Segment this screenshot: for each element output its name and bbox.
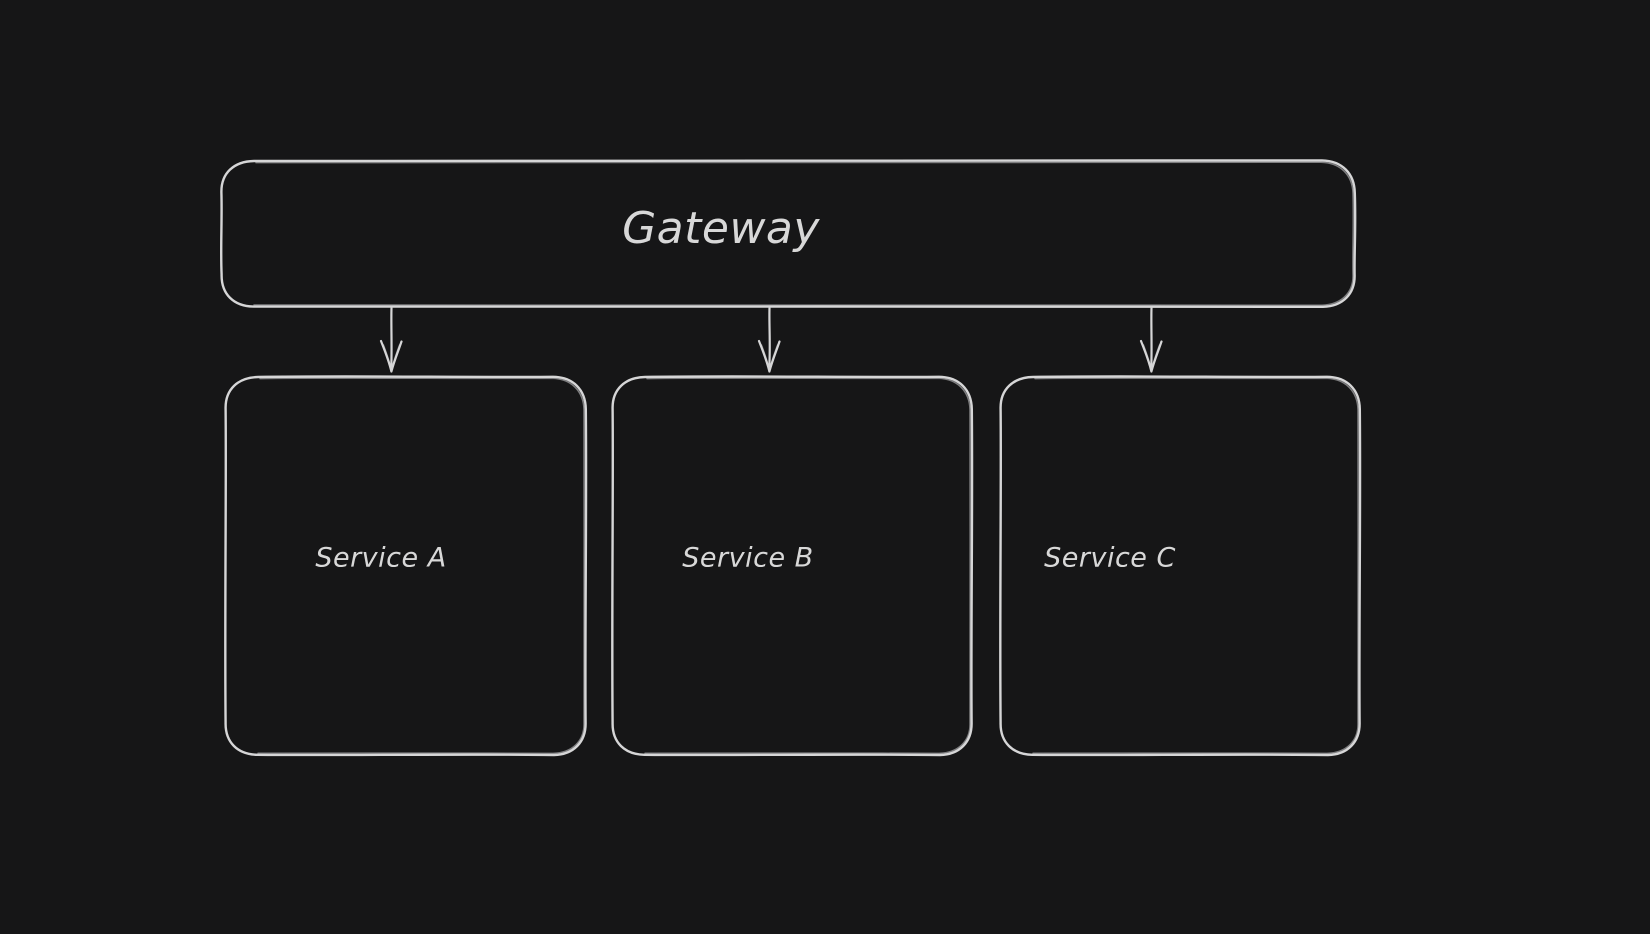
edge-gateway-to-service-c[interactable] [1139, 306, 1163, 373]
service-b-label: Service B [682, 543, 813, 574]
service-c-fill [1000, 376, 1360, 755]
service-a-label: Service A [315, 543, 446, 574]
service-a-outline-second-pass [257, 377, 585, 755]
service-c-outline [999, 375, 1362, 757]
arrow-a-head-second-pass [382, 344, 401, 372]
gateway-fill [221, 160, 1355, 307]
service-a-outline [224, 375, 588, 757]
node-service-a[interactable]: Service A [224, 375, 588, 757]
edge-gateway-to-service-a[interactable] [379, 306, 403, 373]
edge-gateway-to-service-b[interactable] [757, 306, 781, 373]
node-gateway[interactable]: Gateway [219, 158, 1357, 309]
service-c-label: Service C [1044, 543, 1176, 574]
service-a-fill [225, 376, 586, 755]
service-b-fill [612, 376, 972, 755]
service-c-outline-second-pass [1032, 377, 1359, 755]
node-service-c[interactable]: Service C [999, 375, 1362, 757]
gateway-outline [219, 158, 1357, 309]
arrow-b-head-second-pass [760, 344, 779, 372]
gateway-outline-second-pass [253, 161, 1354, 307]
gateway-label: Gateway [622, 203, 820, 254]
node-service-b[interactable]: Service B [611, 375, 974, 757]
service-b-outline [611, 375, 974, 757]
service-b-outline-second-pass [644, 377, 971, 755]
arrow-c-head-second-pass [1142, 344, 1161, 372]
